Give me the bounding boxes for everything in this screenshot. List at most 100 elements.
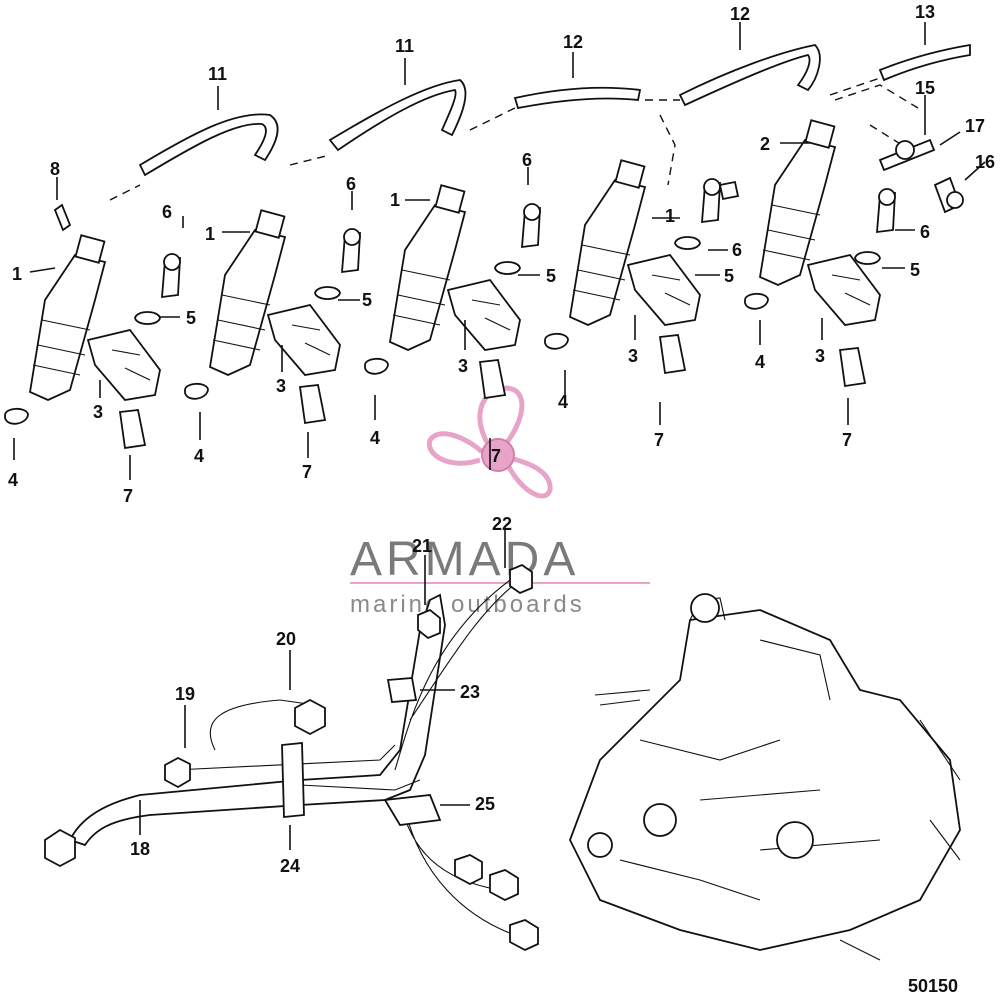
return-hose-13 bbox=[878, 43, 971, 82]
callout-23: 23 bbox=[460, 682, 480, 702]
clamp-bracket bbox=[626, 253, 701, 326]
return-hose-11-mid bbox=[328, 79, 467, 152]
callout-12: 12 bbox=[730, 4, 750, 24]
washer-5 bbox=[674, 236, 701, 250]
callout-2: 2 bbox=[760, 134, 770, 154]
clamp-bracket bbox=[446, 278, 521, 351]
line-end-nut-20 bbox=[294, 698, 326, 736]
callout-25: 25 bbox=[475, 794, 495, 814]
callout-12: 12 bbox=[563, 32, 583, 52]
washer-5 bbox=[134, 311, 161, 325]
nozzle-sleeve bbox=[298, 384, 327, 425]
clamp-bracket bbox=[86, 328, 161, 401]
callout-3: 3 bbox=[628, 346, 638, 366]
line-end-nut-21 bbox=[417, 608, 441, 640]
callout-4: 4 bbox=[755, 352, 765, 372]
callout-8: 8 bbox=[50, 159, 60, 179]
callout-15: 15 bbox=[915, 78, 935, 98]
return-hose-12-right bbox=[678, 44, 821, 107]
callout-24: 24 bbox=[280, 856, 300, 876]
callout-6: 6 bbox=[920, 222, 930, 242]
return-hose-set bbox=[109, 43, 971, 201]
callout-22: 22 bbox=[492, 514, 512, 534]
callout-5: 5 bbox=[724, 266, 734, 286]
callout-19: 19 bbox=[175, 684, 195, 704]
sealing-washer bbox=[744, 292, 769, 310]
callout-7: 7 bbox=[842, 430, 852, 450]
callout-labels: 1 8 6 5 3 4 7 11 1 6 5 3 4 7 11 1 6 5 3 … bbox=[8, 2, 995, 996]
return-hose-11-left bbox=[138, 113, 279, 177]
propeller-icon bbox=[426, 385, 553, 499]
injector-body bbox=[389, 203, 467, 351]
callout-11: 11 bbox=[395, 36, 414, 56]
nozzle-sleeve bbox=[658, 334, 687, 375]
callout-5: 5 bbox=[910, 260, 920, 280]
injector-body bbox=[209, 228, 287, 376]
injector-group-2 bbox=[184, 209, 361, 425]
sealing-washer bbox=[364, 357, 389, 375]
logo-number: 7 bbox=[491, 446, 501, 466]
callout-5: 5 bbox=[362, 290, 372, 310]
callout-4: 4 bbox=[558, 392, 568, 412]
callout-16: 16 bbox=[975, 152, 995, 172]
injector-head bbox=[614, 159, 646, 189]
sealing-washer bbox=[544, 332, 569, 350]
injector-head bbox=[804, 119, 836, 149]
injector-head bbox=[74, 234, 106, 264]
callout-6: 6 bbox=[732, 240, 742, 260]
callout-13: 13 bbox=[915, 2, 935, 22]
injector-body bbox=[759, 138, 837, 286]
callout-4: 4 bbox=[370, 428, 380, 448]
callout-20: 20 bbox=[276, 629, 296, 649]
callout-4: 4 bbox=[194, 446, 204, 466]
high-pressure-fuel-lines bbox=[44, 563, 539, 952]
washer-5 bbox=[854, 251, 881, 265]
callout-5: 5 bbox=[546, 266, 556, 286]
injector-body bbox=[29, 253, 107, 401]
callout-1: 1 bbox=[390, 190, 400, 210]
callout-6: 6 bbox=[522, 150, 532, 170]
leader-lines bbox=[13, 22, 986, 480]
leak-off-banjo bbox=[53, 203, 72, 232]
lower-leader-lines bbox=[139, 530, 506, 850]
callout-1: 1 bbox=[12, 264, 22, 284]
injector-group-4 bbox=[544, 159, 721, 375]
callout-3: 3 bbox=[276, 376, 286, 396]
callout-5: 5 bbox=[186, 308, 196, 328]
fuel-injection-pump bbox=[569, 593, 961, 961]
nozzle-sleeve bbox=[118, 409, 147, 450]
clamp-bracket bbox=[266, 303, 341, 376]
sealing-washer bbox=[4, 407, 29, 425]
diagram-number: 50150 bbox=[908, 976, 958, 996]
callout-3: 3 bbox=[815, 346, 825, 366]
sealing-washer bbox=[184, 382, 209, 400]
return-fitting bbox=[718, 138, 964, 214]
return-hose-12-mid bbox=[513, 86, 642, 110]
callout-3: 3 bbox=[458, 356, 468, 376]
washer-5 bbox=[494, 261, 521, 275]
line-end-nut-18 bbox=[44, 828, 76, 868]
line-end-nut-22 bbox=[509, 563, 533, 595]
callout-4: 4 bbox=[8, 470, 18, 490]
callout-11: 11 bbox=[208, 64, 227, 84]
callout-1: 1 bbox=[205, 224, 215, 244]
washer-5 bbox=[314, 286, 341, 300]
watermark-logo: 7 ARMADA marine outboards bbox=[350, 385, 650, 618]
nozzle-sleeve bbox=[478, 359, 507, 400]
callout-17: 17 bbox=[965, 116, 985, 136]
line-end-nut-19 bbox=[164, 756, 191, 789]
nozzle-sleeve bbox=[838, 347, 867, 388]
callout-18: 18 bbox=[130, 839, 150, 859]
injector-head bbox=[434, 184, 466, 214]
callout-6: 6 bbox=[346, 174, 356, 194]
callout-7: 7 bbox=[123, 486, 133, 506]
injector-group-3 bbox=[364, 184, 541, 400]
callout-21: 21 bbox=[412, 536, 432, 556]
injector-head bbox=[254, 209, 286, 239]
injector-group-5 bbox=[744, 119, 896, 388]
clamp-25 bbox=[383, 794, 442, 826]
callout-7: 7 bbox=[654, 430, 664, 450]
callout-3: 3 bbox=[93, 402, 103, 422]
clamp-23 bbox=[386, 677, 418, 703]
